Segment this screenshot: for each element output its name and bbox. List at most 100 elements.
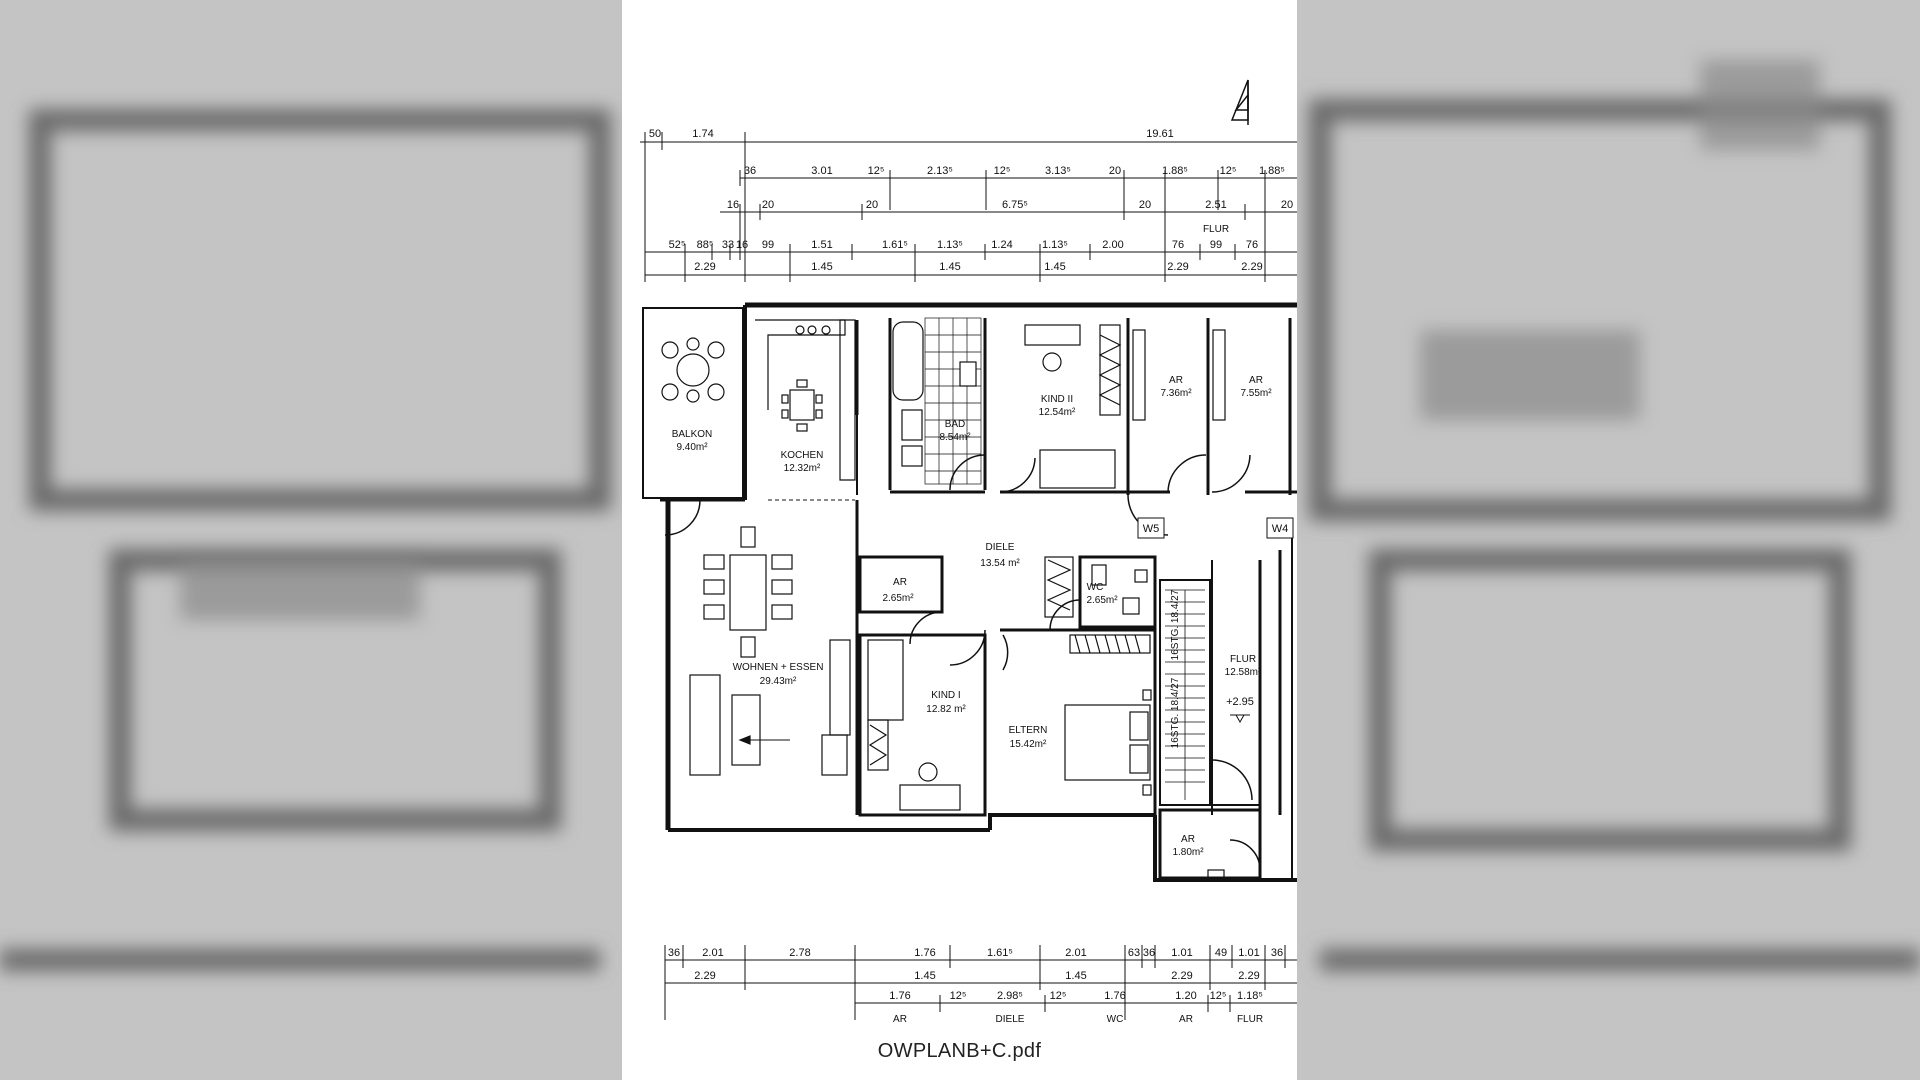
room-wc-area: 2.65m²: [1086, 595, 1118, 606]
document-filename: OWPLANB+C.pdf: [877, 1040, 1042, 1062]
room-ar2-area: 7.55m²: [1240, 388, 1272, 399]
dim-top-r4-13: 76: [1246, 239, 1258, 251]
dim-top-r4-1: 88⁵: [697, 239, 714, 251]
dim-top-r5-4: 2.29: [1167, 261, 1188, 273]
dim-top-r4-9: 1.13⁵: [1042, 239, 1068, 251]
dim-bot-r2-4: 2.29: [1238, 970, 1259, 982]
dim-bot-r1-11: 36: [1271, 947, 1283, 959]
dim-top-r2-3: 2.13⁵: [927, 165, 953, 177]
room-kochen-name: KOCHEN: [781, 450, 824, 461]
level-mark-label: +2.95: [1226, 696, 1254, 708]
dim-bot-r1-2: 2.78: [789, 947, 810, 959]
dim-top-r2-1: 3.01: [811, 165, 832, 177]
dim-bot-r1-3: 1.76: [914, 947, 935, 959]
floor-plan: 50 1.74 19.61 36 3.01 12⁵ 2.13⁵ 12⁵ 3.13…: [640, 79, 1297, 1025]
dim-top-r1-0: 50: [649, 128, 661, 140]
dim-bot-r1-10: 1.01: [1238, 947, 1259, 959]
dim-top-r5-0: 2.29: [694, 261, 715, 273]
room-kochen-area: 12.32m²: [784, 463, 821, 474]
dim-top-r4-10: 2.00: [1102, 239, 1123, 251]
room-flur-name: FLUR: [1230, 654, 1256, 665]
dim-bot-r3-0: 1.76: [889, 990, 910, 1002]
dim-top-r2-8: 12⁵: [1220, 165, 1237, 177]
dim-top-r2-0: 36: [744, 165, 756, 177]
dim-bot-r1-7: 36: [1143, 947, 1155, 959]
room-diele-name: DIELE: [986, 542, 1015, 553]
level-marker: [1230, 714, 1250, 724]
dim-bot-r1-6: 63: [1128, 947, 1140, 959]
dim-top-r4-7: 1.13⁵: [937, 239, 963, 251]
dim-bot-r2-1: 1.45: [914, 970, 935, 982]
dim-top-r2-2: 12⁵: [868, 165, 885, 177]
dim-top-r4-3: 16: [736, 239, 748, 251]
room-flur-area: 12.58m²: [1225, 667, 1262, 678]
dim-top-r3-5: 2.51: [1205, 199, 1226, 211]
dim-top-r3-6: 20: [1281, 199, 1293, 211]
dim-bot-r4-4: FLUR: [1237, 1014, 1263, 1025]
dim-top-r5-2: 1.45: [939, 261, 960, 273]
dim-bot-r3-5: 1.20: [1175, 990, 1196, 1002]
furniture: [661, 317, 1226, 879]
room-ar1-name: AR: [1169, 375, 1183, 386]
dim-bot-r3-4: 1.76: [1104, 990, 1125, 1002]
room-wc-name: WC: [1087, 582, 1104, 593]
room-kind2-area: 12.54m²: [1039, 407, 1076, 418]
dim-bot-r1-5: 2.01: [1065, 947, 1086, 959]
dim-top-r2-4: 12⁵: [994, 165, 1011, 177]
dimension-lines-top: [640, 132, 1297, 282]
window-tag-w4: W4: [1272, 523, 1289, 535]
room-bad-name: BAD: [945, 419, 966, 430]
room-wohnen-area: 29.43m²: [760, 676, 797, 687]
dim-bot-r3-3: 12⁵: [1050, 990, 1067, 1002]
dim-top-r4-2: 33: [722, 239, 734, 251]
room-labels: BALKON 9.40m² KOCHEN 12.32m² BAD 8.54m² …: [672, 375, 1273, 858]
room-kind1-area: 12.82 m²: [926, 704, 966, 715]
dim-bot-r1-9: 49: [1215, 947, 1227, 959]
dim-top-r4-5: 1.51: [811, 239, 832, 251]
dim-top-r5-3: 1.45: [1044, 261, 1065, 273]
room-ar4-name: AR: [1181, 834, 1195, 845]
room-eltern-name: ELTERN: [1009, 725, 1048, 736]
room-ar4-area: 1.80m²: [1172, 847, 1204, 858]
room-balkon-area: 9.40m²: [676, 442, 708, 453]
room-ar3-name: AR: [893, 577, 907, 588]
window-tag-w5: W5: [1143, 523, 1160, 535]
dim-bot-r4-3: AR: [1179, 1014, 1193, 1025]
room-ar3-area: 2.65m²: [882, 593, 914, 604]
dim-top-r3-4: 20: [1139, 199, 1151, 211]
dim-bot-r4-1: DIELE: [996, 1014, 1025, 1025]
section-marker: [1230, 79, 1249, 125]
room-bad-area: 8.54m²: [939, 432, 971, 443]
dim-bot-r2-2: 1.45: [1065, 970, 1086, 982]
dim-bot-r3-1: 12⁵: [950, 990, 967, 1002]
dim-top-r2-6: 20: [1109, 165, 1121, 177]
dim-top-r3-1: 20: [762, 199, 774, 211]
document-page: 50 1.74 19.61 36 3.01 12⁵ 2.13⁵ 12⁵ 3.13…: [622, 0, 1297, 1080]
dim-top-r4-8: 1.24: [991, 239, 1012, 251]
room-kind1-name: KIND I: [931, 690, 960, 701]
dim-top-r1-1: 1.74: [692, 128, 713, 140]
room-diele-area: 13.54 m²: [980, 558, 1020, 569]
dim-bot-r1-0: 36: [668, 947, 680, 959]
room-kind2-name: KIND II: [1041, 394, 1073, 405]
dim-top-r2-9: 1.88⁵: [1259, 165, 1285, 177]
dim-top-r2-7: 1.88⁵: [1162, 165, 1188, 177]
dim-top-r4-11: 76: [1172, 239, 1184, 251]
dim-bot-r1-4: 1.61⁵: [987, 947, 1013, 959]
dimension-lines-bottom: [664, 945, 1297, 1020]
dim-top-r5-5: 2.29: [1241, 261, 1262, 273]
dim-top-r3-0: 16: [727, 199, 739, 211]
dim-top-r3-3: 6.75⁵: [1002, 199, 1028, 211]
dim-top-flur-label: FLUR: [1203, 224, 1229, 235]
dim-bot-r3-6: 12⁵: [1210, 990, 1227, 1002]
dim-top-r5-1: 1.45: [811, 261, 832, 273]
dim-bot-r4-2: WC: [1107, 1014, 1124, 1025]
dim-top-r1-2: 19.61: [1146, 128, 1174, 140]
stair-label-2: 16STG. 18.4/27: [1170, 677, 1181, 748]
dimension-labels-top: 50 1.74 19.61 36 3.01 12⁵ 2.13⁵ 12⁵ 3.13…: [649, 128, 1293, 273]
dim-top-r4-6: 1.61⁵: [882, 239, 908, 251]
dim-top-r2-5: 3.13⁵: [1045, 165, 1071, 177]
room-ar2-name: AR: [1249, 375, 1263, 386]
dim-bot-r1-8: 1.01: [1171, 947, 1192, 959]
dim-bot-r4-0: AR: [893, 1014, 907, 1025]
